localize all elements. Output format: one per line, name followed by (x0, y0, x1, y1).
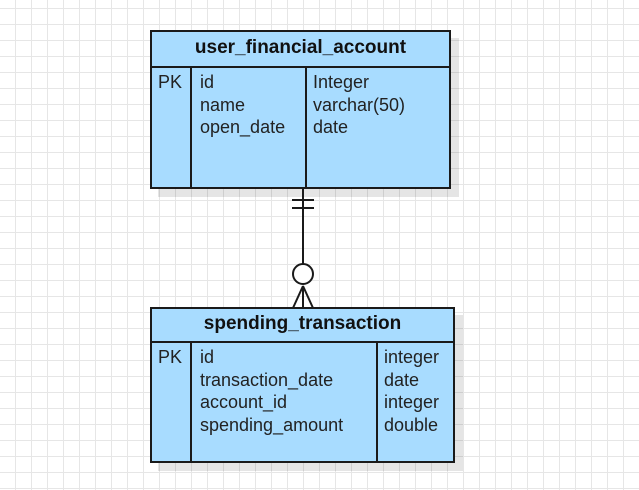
field-name: open_date (200, 117, 286, 137)
crows-foot-right (302, 285, 314, 309)
type-column: integer date integer double (376, 343, 453, 461)
field-type: double (384, 414, 439, 435)
entity-title: spending_transaction (152, 309, 453, 343)
key-label: PK (158, 72, 183, 92)
entity-user-financial-account[interactable]: user_financial_account PK id name open_d… (150, 30, 451, 189)
field-name: id (200, 347, 215, 367)
type-column: Integer varchar(50) date (305, 68, 449, 187)
field-type: Integer (313, 72, 370, 92)
optional-zero-circle (292, 263, 314, 285)
key-column: PK (152, 343, 192, 461)
field-name: spending_amount (200, 414, 344, 435)
field-type: integer (384, 392, 440, 412)
field-column: id name open_date (192, 68, 285, 187)
field-name: account_id (200, 392, 288, 412)
field-name: transaction_date (200, 369, 334, 390)
key-label: PK (158, 347, 183, 367)
field-type: date (313, 117, 349, 137)
key-column: PK (152, 68, 192, 187)
field-column: id transaction_date account_id spending_… (192, 343, 343, 461)
field-name: name (200, 94, 246, 115)
entity-spending-transaction[interactable]: spending_transaction PK id transaction_d… (150, 307, 455, 463)
field-name: id (200, 72, 215, 92)
entity-body: PK id transaction_date account_id spendi… (152, 343, 453, 461)
entity-body: PK id name open_date Integer varchar(50)… (152, 68, 449, 187)
entity-title: user_financial_account (152, 32, 449, 68)
field-type: integer (384, 347, 440, 367)
crows-foot-left (292, 285, 304, 309)
field-type: varchar(50) (313, 94, 406, 115)
field-type: date (384, 369, 420, 390)
